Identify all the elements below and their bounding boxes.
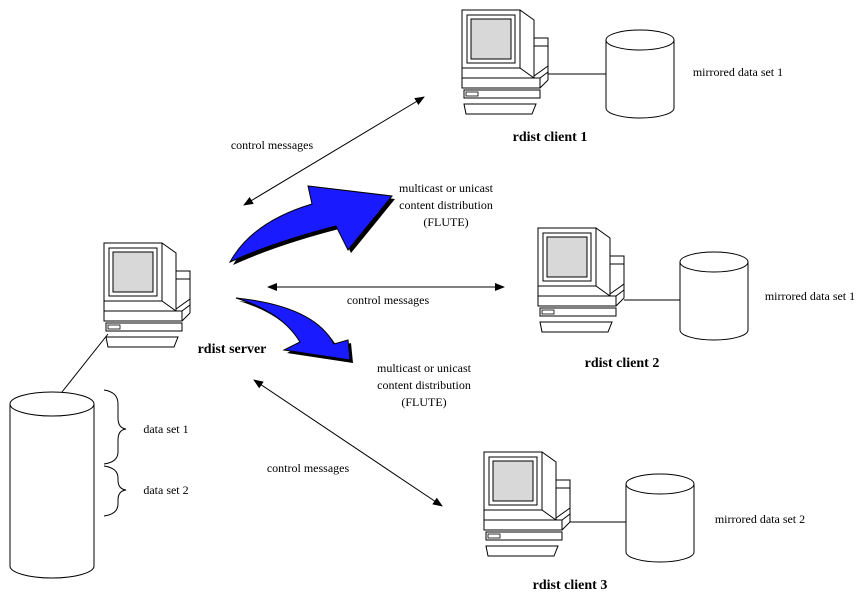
client-3-computer-icon — [483, 451, 571, 557]
dataset-2-brace-icon — [103, 465, 127, 517]
client-1-computer-icon — [461, 9, 549, 115]
client-3-label: rdist client 3 — [533, 578, 608, 593]
control-link-client-1 — [243, 96, 425, 206]
client-1-mirror-label: mirrored data set 1 — [693, 65, 783, 79]
client-2-computer-icon — [537, 227, 625, 333]
client-3-mirror-label: mirrored data set 2 — [715, 512, 805, 526]
client-2-label: rdist client 2 — [585, 356, 660, 371]
dataset-2-label: data set 2 — [143, 483, 188, 497]
svg-text:content distribution: content distribution — [399, 198, 493, 212]
control-label-client-1: control messages — [231, 138, 314, 152]
server-storage-icon — [9, 391, 95, 579]
server-storage-link — [61, 333, 109, 393]
svg-text:multicast or unicast: multicast or unicast — [399, 181, 494, 195]
svg-text:(FLUTE): (FLUTE) — [423, 215, 468, 229]
client-3-disk-icon — [625, 473, 695, 563]
server-computer-icon — [103, 242, 191, 348]
server-label: rdist server — [198, 342, 267, 357]
distribution-arrow-client-2 — [235, 297, 353, 363]
distribution-label-client-2: multicast or unicast content distributio… — [377, 361, 472, 409]
client-1-label: rdist client 1 — [513, 130, 588, 145]
client-2-mirror-label: mirrored data set 1 — [765, 289, 855, 303]
client-1-disk-icon — [605, 29, 675, 119]
control-label-client-2: control messages — [347, 293, 430, 307]
control-link-client-3 — [253, 379, 443, 507]
dataset-1-label: data set 1 — [143, 422, 188, 436]
distribution-label-client-1: multicast or unicast content distributio… — [399, 181, 494, 229]
svg-text:content distribution: content distribution — [377, 378, 471, 392]
control-label-client-3: control messages — [267, 461, 350, 475]
distribution-arrow-client-1 — [228, 185, 395, 265]
svg-text:(FLUTE): (FLUTE) — [401, 395, 446, 409]
svg-text:multicast or unicast: multicast or unicast — [377, 361, 472, 375]
dataset-1-brace-icon — [103, 389, 127, 465]
client-2-disk-icon — [679, 251, 749, 341]
